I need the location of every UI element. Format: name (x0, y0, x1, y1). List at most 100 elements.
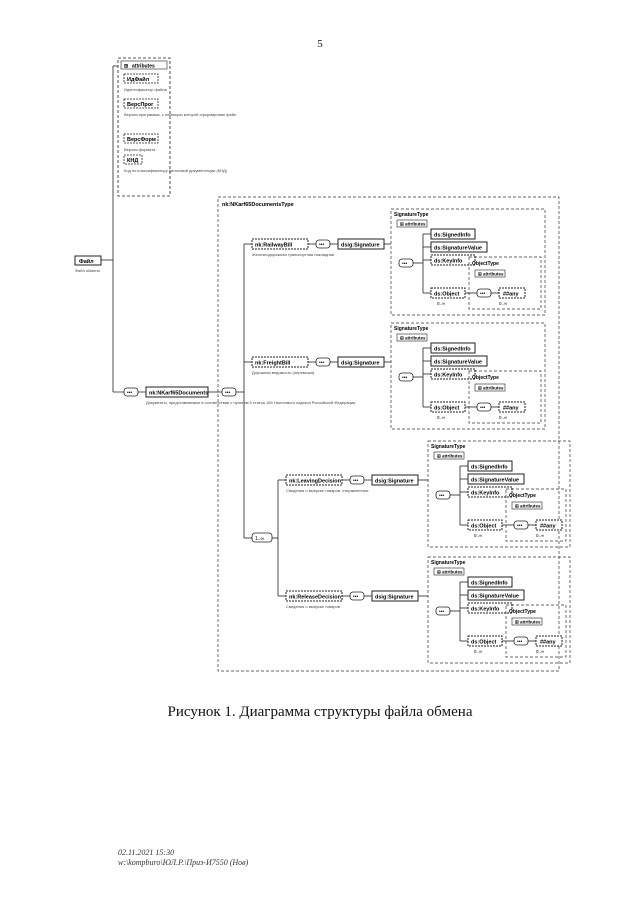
documents-name: nk:NKarf65Documents (149, 391, 208, 397)
child-name: nk:RailwayBill (255, 243, 293, 249)
object-type-label: ObjectType (509, 609, 536, 615)
object-type-label: ObjectType (509, 493, 536, 499)
signature-child-name: ds:Object (471, 524, 497, 530)
signature-child-name: ds:SignatureValue (434, 246, 482, 252)
svg-text:⊞: ⊞ (124, 64, 128, 70)
any-box (498, 287, 526, 299)
attr-desc: Идентификатор файла (124, 87, 168, 92)
attr-name: ВерсФорм (127, 137, 156, 143)
svg-text:•••: ••• (319, 360, 325, 366)
object-range: 0..∞ (474, 649, 482, 654)
any-label: ##any (540, 640, 557, 646)
root-name: Файл (79, 258, 94, 265)
attributes-panel-label: attributes (132, 64, 155, 70)
object-type-label: ObjectType (472, 375, 499, 381)
object-attributes-label: ⊞ attributes (478, 386, 504, 391)
signature-type-group (427, 556, 571, 664)
signature-name: dsig:Signature (375, 479, 414, 485)
object-type-group (505, 488, 567, 542)
object-range: 0..∞ (437, 301, 445, 306)
object-attributes-label: ⊞ attributes (515, 620, 541, 625)
signature-child-name: ds:SignedInfo (434, 347, 471, 353)
attr-name: КНД (127, 158, 138, 164)
object-type-group (505, 604, 567, 658)
footer-line-1: 02.11.2021 15:30 (118, 848, 175, 857)
svg-text:•••: ••• (402, 261, 408, 267)
attr-name: ИдФайл (127, 76, 150, 83)
any-label: ##any (503, 406, 520, 412)
svg-text:•••: ••• (402, 375, 408, 381)
child-desc: Дорожная ведомость (перевозка) (252, 370, 315, 375)
attributes-panel: ⊞ attributes ИдФайл Идентификатор файла … (117, 57, 237, 197)
signature-type-group (390, 208, 546, 316)
signature-type-group (390, 322, 546, 430)
signature-child-box (467, 576, 513, 588)
signature-type-label: SignatureType (431, 444, 466, 450)
child-name: nk:ReleaseDecision (289, 595, 342, 601)
any-box (498, 401, 526, 413)
object-type-label: ObjectType (472, 261, 499, 267)
svg-text:•••: ••• (225, 390, 231, 396)
child-name: nk:FreightBill (255, 361, 291, 367)
signature-child-box (430, 254, 476, 266)
svg-text:•••: ••• (353, 478, 359, 484)
signature-child-name: ds:KeyInfo (434, 259, 463, 265)
svg-text:•••: ••• (480, 291, 486, 297)
attributes-label: ⊞ attributes (437, 454, 463, 459)
svg-text:•••: ••• (439, 609, 445, 615)
signature-name: dsig:Signature (341, 361, 380, 367)
object-attributes-label: ⊞ attributes (478, 272, 504, 277)
svg-text:•••: ••• (127, 390, 133, 396)
attr-name: ВерсПрог (127, 102, 154, 108)
signature-child-box (430, 228, 476, 240)
signature-child-box (430, 241, 488, 253)
any-range: 0..∞ (499, 415, 507, 420)
signature-type-label: SignatureType (394, 326, 429, 332)
object-range: 0..∞ (437, 415, 445, 420)
svg-text:•••: ••• (517, 639, 523, 645)
signature-child-box (467, 460, 513, 472)
svg-text:•••: ••• (517, 523, 523, 529)
signature-child-box (467, 473, 525, 485)
any-range: 0..∞ (536, 533, 544, 538)
attributes-label: ⊞ attributes (437, 570, 463, 575)
signature-child-name: ds:KeyInfo (434, 373, 463, 379)
any-label: ##any (540, 524, 557, 530)
signature-type-label: SignatureType (431, 560, 466, 566)
documents-desc: Документы, представляемые в соответствии… (146, 400, 355, 405)
page-number: 5 (317, 38, 323, 50)
root-element: Файл Файл обмена ••• (74, 65, 146, 397)
object-attributes-label: ⊞ attributes (515, 504, 541, 509)
signature-child-name: ds:SignatureValue (471, 594, 519, 600)
signature-child-box (467, 486, 513, 498)
attributes-label: ⊞ attributes (400, 336, 426, 341)
signature-child-box (430, 368, 476, 380)
attr-desc: Код по классификатору налоговой документ… (124, 168, 228, 173)
attributes-label: ⊞ attributes (400, 222, 426, 227)
signature-child-box (467, 589, 525, 601)
child-name: nk:LeavingDecision (289, 479, 342, 485)
signature-child-name: ds:SignatureValue (434, 360, 482, 366)
signature-child-box (430, 355, 488, 367)
signature-child-box (430, 342, 476, 354)
signature-child-name: ds:SignedInfo (471, 581, 508, 587)
attr-desc: Версия программы, с помощью которой сфор… (124, 112, 237, 117)
signature-child-name: ds:SignedInfo (471, 465, 508, 471)
root-desc: Файл обмена (75, 268, 101, 273)
child-desc: Железнодорожная транспортная накладная (252, 252, 334, 257)
signature-type-group (427, 440, 571, 548)
signature-type-label: SignatureType (394, 212, 429, 218)
any-label: ##any (503, 292, 520, 298)
documents-type-group: nk:NKarf65DocumentsType 1..∞ (217, 196, 560, 672)
signature-child-box (467, 602, 513, 614)
attr-desc: Версия формата (124, 147, 156, 152)
child-desc: Сведения о выпуске товаров (286, 604, 340, 609)
any-range: 0..∞ (536, 649, 544, 654)
svg-text:•••: ••• (353, 594, 359, 600)
object-range: 0..∞ (474, 533, 482, 538)
